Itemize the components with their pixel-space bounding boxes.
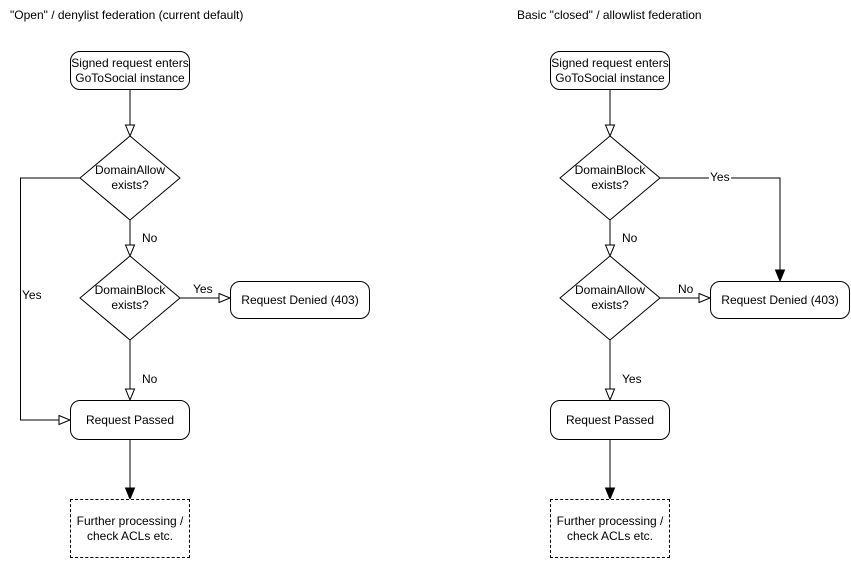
decision-diamond-domainblock (79, 255, 181, 341)
edge-label-no: No (141, 372, 159, 386)
node-request-denied: Request Denied (403) (230, 281, 370, 319)
node-start: Signed request enters GoToSocial instanc… (70, 51, 190, 90)
edge-label-no: No (621, 231, 639, 245)
node-request-passed: Request Passed (70, 400, 190, 440)
edge-label-yes: Yes (21, 288, 43, 302)
node-further-processing: Further processing / check ACLs etc. (70, 499, 190, 558)
node-request-passed: Request Passed (550, 400, 670, 440)
edge-label-yes: Yes (621, 372, 643, 386)
edge-label-no: No (141, 231, 159, 245)
node-start: Signed request enters GoToSocial instanc… (550, 51, 670, 90)
chart-title: Basic "closed" / allowlist federation (517, 8, 702, 22)
edge-label-yes: Yes (709, 170, 731, 184)
decision-diamond-domainallow (79, 135, 181, 221)
edge-decision1-yes-to-passed (20, 177, 80, 426)
node-request-denied: Request Denied (403) (710, 281, 850, 319)
chart-title: "Open" / denylist federation (current de… (10, 8, 244, 22)
edge-label-no: No (677, 282, 695, 296)
decision-diamond-domainblock (559, 135, 661, 221)
node-further-processing: Further processing / check ACLs etc. (550, 499, 670, 558)
decision-diamond-domainallow (559, 255, 661, 341)
edge-decision1-yes-to-denied (660, 177, 786, 283)
edge-label-yes: Yes (192, 282, 214, 296)
